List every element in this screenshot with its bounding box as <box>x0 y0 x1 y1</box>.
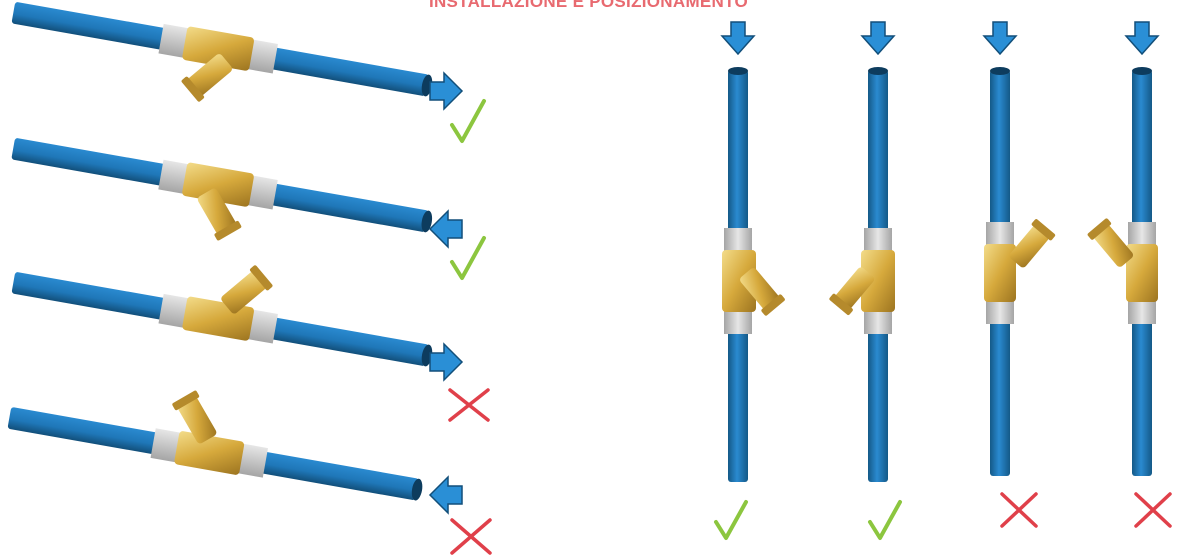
vertical-installation-2 <box>829 21 902 540</box>
check-icon <box>450 99 486 143</box>
page-title: INSTALLAZIONE E POSIZIONAMENTO <box>428 0 749 11</box>
sleeve <box>864 310 892 334</box>
filter-body <box>1126 244 1158 302</box>
sleeve <box>246 175 278 210</box>
arrow-right-icon <box>429 342 464 382</box>
filter-body <box>861 250 895 312</box>
sleeve <box>158 159 190 194</box>
sleeve <box>237 443 269 478</box>
vertical-installation-1 <box>714 21 785 540</box>
filter-body <box>722 250 756 312</box>
filter-cartridge <box>740 268 780 310</box>
filter-body <box>984 244 1016 302</box>
sleeve <box>986 222 1014 246</box>
check-icon <box>868 500 902 540</box>
arrow-down-icon <box>720 21 756 56</box>
horizontal-installation-3 <box>11 265 490 422</box>
sleeve <box>724 310 752 334</box>
sleeve <box>247 39 278 74</box>
sleeve <box>158 23 190 58</box>
horizontal-installation-1 <box>11 2 486 143</box>
sleeve <box>1128 300 1156 324</box>
filter-cartridge <box>1093 225 1134 267</box>
sleeve <box>724 228 752 252</box>
arrow-right-icon <box>429 71 464 111</box>
filter-body <box>174 431 245 475</box>
sleeve <box>158 293 190 328</box>
filter-body <box>182 26 255 71</box>
vertical-installation-3 <box>982 21 1056 528</box>
horizontal-installation-4 <box>7 390 492 555</box>
arrow-down-icon <box>1124 21 1160 56</box>
sleeve <box>1128 222 1156 246</box>
arrow-left-icon <box>428 475 463 515</box>
cross-icon <box>1000 492 1038 528</box>
cross-icon <box>450 518 492 555</box>
arrow-left-icon <box>428 209 463 249</box>
sleeve <box>247 309 278 344</box>
arrow-down-icon <box>982 21 1018 56</box>
horizontal-installation-2 <box>11 138 486 280</box>
sleeve <box>986 300 1014 324</box>
sleeve <box>150 428 182 463</box>
filter-cartridge <box>221 271 266 314</box>
filter-body <box>182 162 254 207</box>
filter-cartridge <box>1009 225 1049 268</box>
cross-icon <box>448 388 490 422</box>
filter-cartridge <box>197 188 236 235</box>
check-icon <box>714 500 748 540</box>
vertical-installation-4 <box>1087 21 1172 528</box>
filter-cartridge <box>835 267 875 310</box>
filter-cartridge <box>178 397 217 444</box>
cross-icon <box>1134 492 1172 528</box>
check-icon <box>450 236 486 280</box>
arrow-down-icon <box>860 21 896 56</box>
sleeve <box>864 228 892 252</box>
filter-cartridge <box>187 54 232 96</box>
